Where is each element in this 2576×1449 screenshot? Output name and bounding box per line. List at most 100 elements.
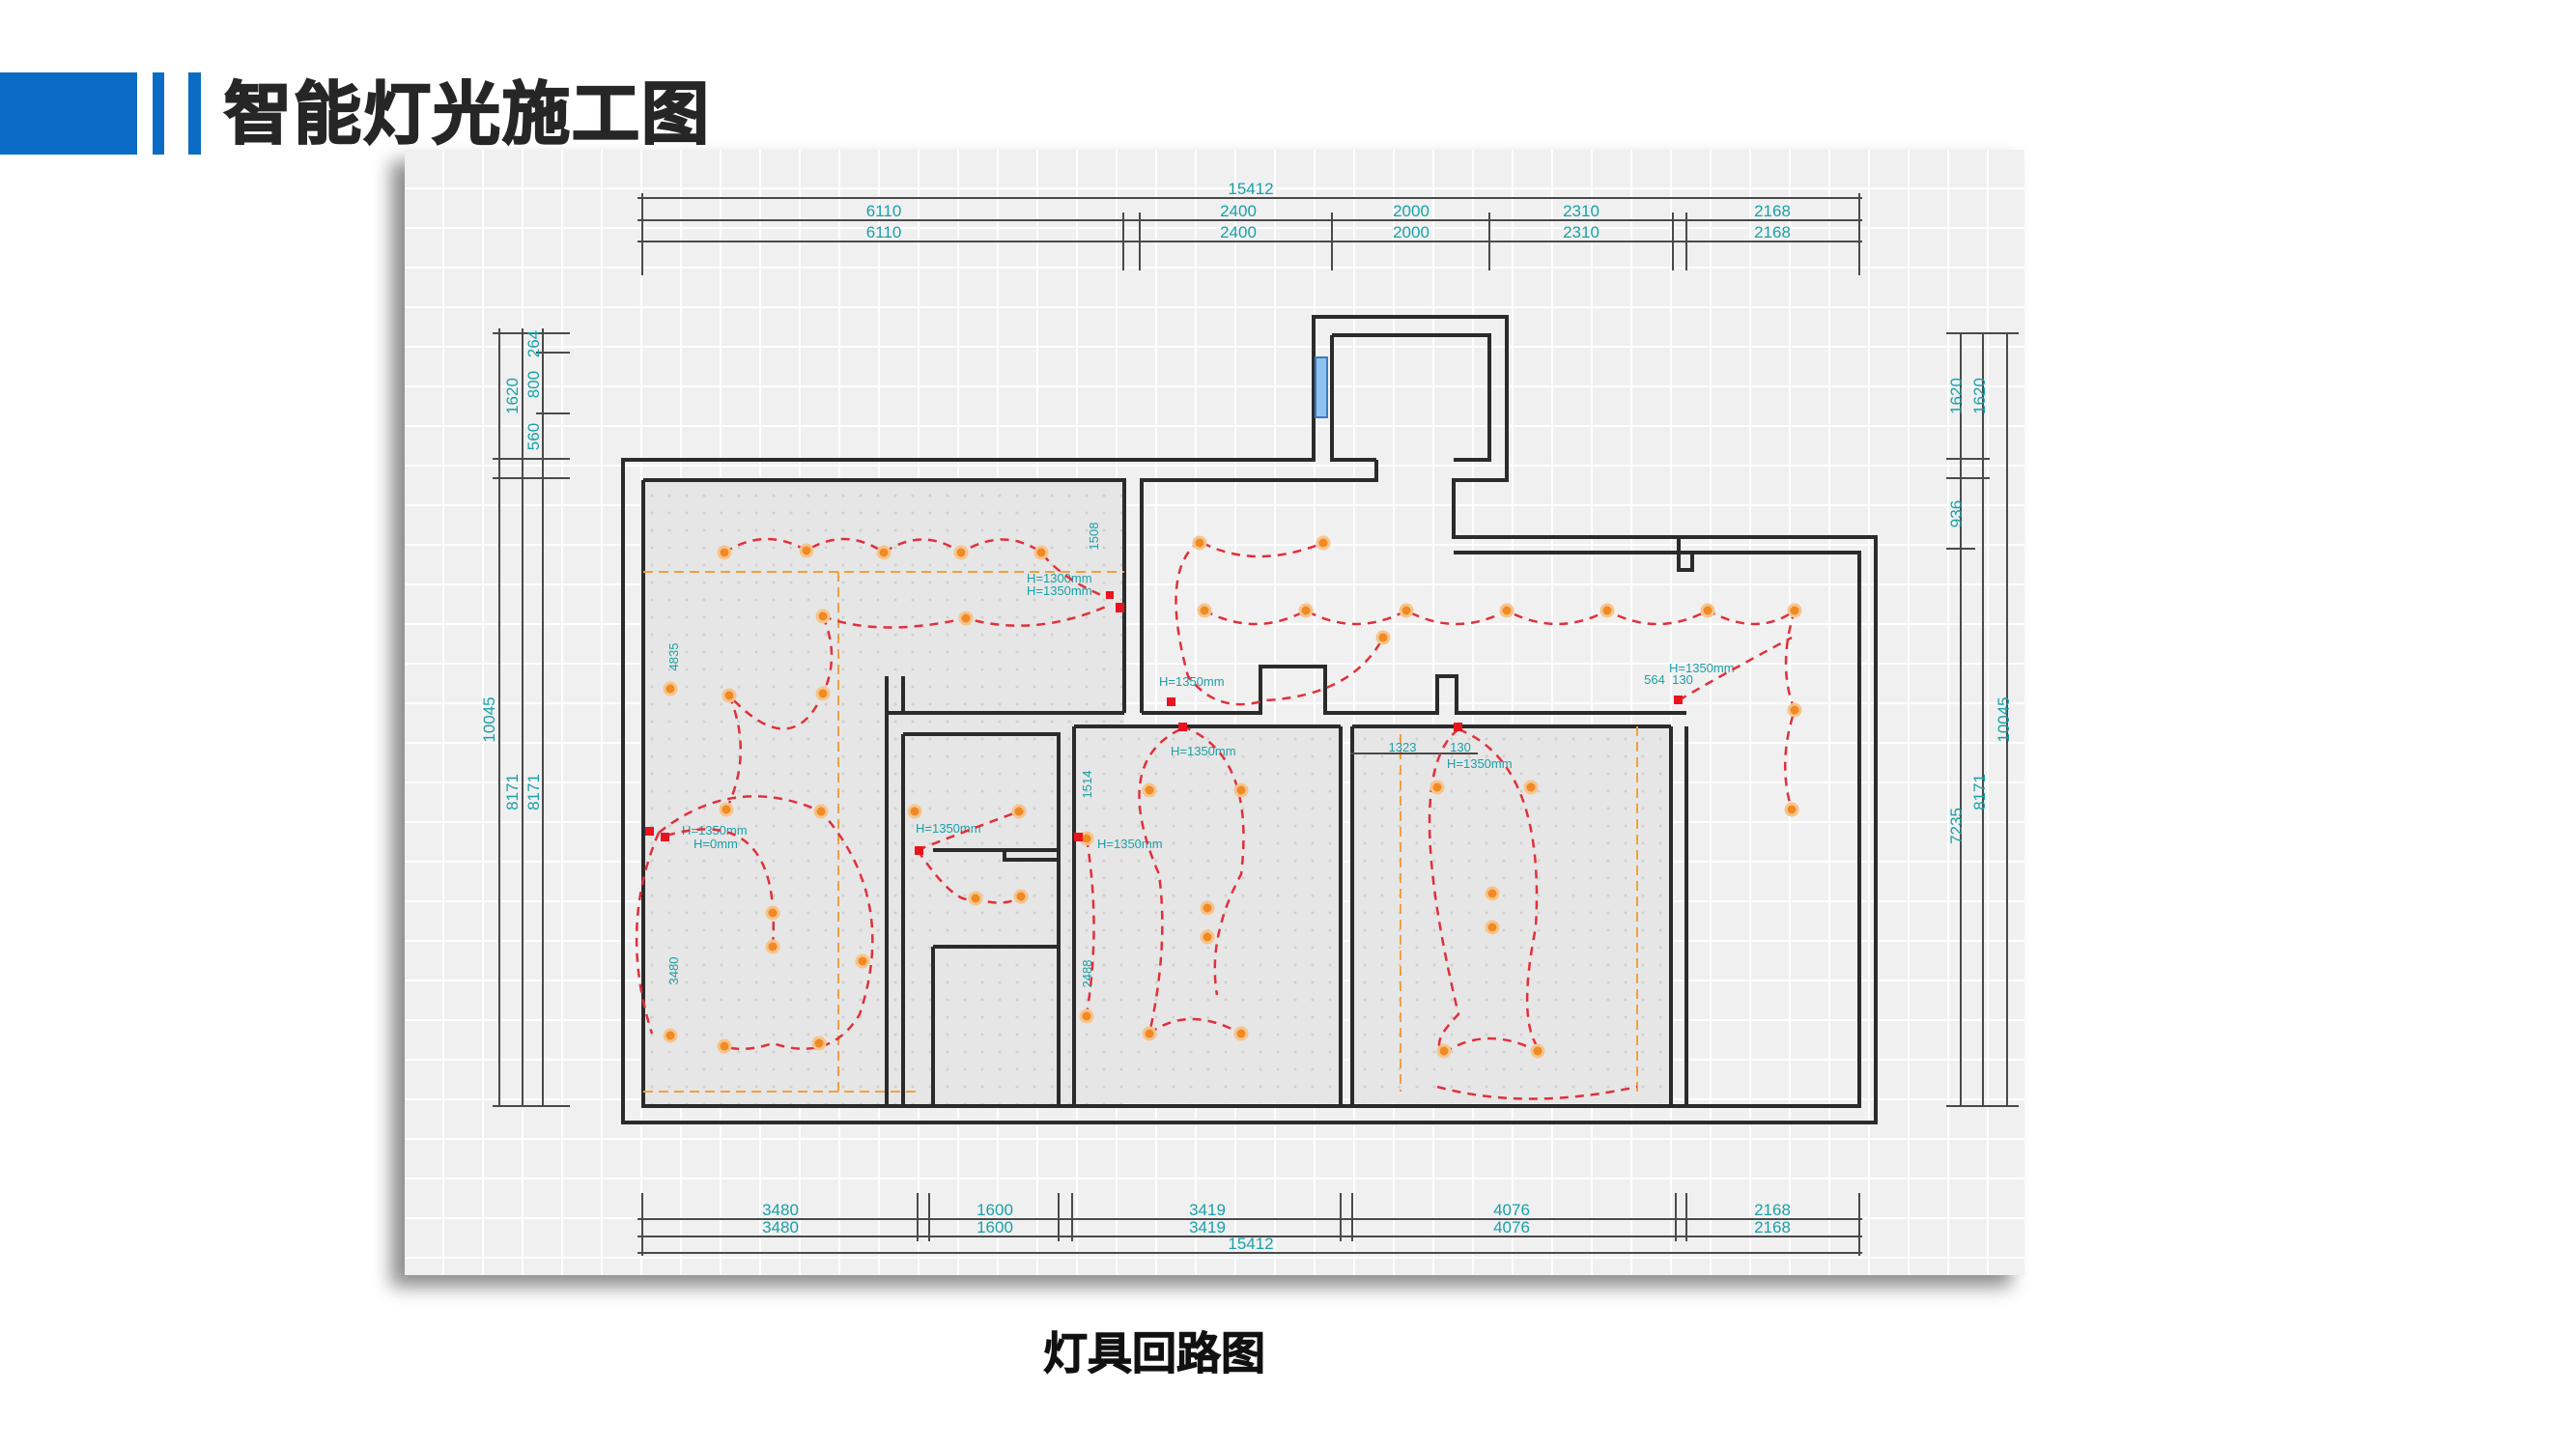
circuit-path (1181, 724, 1245, 996)
circuit-path (1138, 727, 1181, 1035)
light-icon (953, 545, 969, 560)
dim-right: 7235 (1947, 808, 1966, 844)
light-fixtures (663, 535, 1802, 1059)
light-icon (1192, 535, 1207, 551)
dim-right: 936 (1947, 500, 1966, 527)
height-label: H=1350mm (1097, 837, 1163, 851)
light-icon (1430, 780, 1445, 795)
height-label: H=1350mm (916, 821, 981, 836)
circuit-path (635, 832, 661, 1035)
dim-right: 1620 (1970, 378, 1989, 414)
dim-left: 10045 (480, 696, 498, 742)
switch-icon (1074, 833, 1083, 841)
switch-icon (645, 827, 654, 836)
accent-bar-stripe (188, 72, 201, 155)
room-dim: 1514 (1080, 771, 1094, 799)
light-icon (719, 802, 734, 817)
light-icon (811, 1036, 827, 1051)
light-icon (968, 891, 983, 906)
light-icon (717, 545, 732, 560)
light-icon (1523, 780, 1539, 795)
walls (621, 315, 1878, 1124)
light-icon (1233, 782, 1249, 798)
circuit-path (1428, 728, 1460, 1055)
light-icon (1599, 603, 1615, 618)
dim-left: 8171 (503, 774, 522, 810)
light-icon (1298, 603, 1314, 618)
light-icon (1530, 1043, 1545, 1059)
accent-bar-block (0, 72, 137, 155)
circuit-path (1436, 1085, 1638, 1100)
dim-top: 2168 (1754, 223, 1791, 242)
dim-top: 6110 (866, 202, 902, 220)
room-dim: 3480 (666, 957, 681, 985)
dim-bottom: 3480 (762, 1218, 799, 1236)
light-icon (1200, 929, 1215, 945)
guide-lines (643, 571, 1638, 1093)
circuit-path (1148, 1017, 1242, 1036)
dim-top: 2400 (1220, 202, 1257, 220)
height-label: H=1350mm (1669, 661, 1735, 675)
dim-right: 1620 (1947, 378, 1966, 414)
circuit-path (1202, 541, 1324, 558)
light-icon (1436, 1043, 1452, 1059)
light-icon (1142, 1026, 1157, 1041)
room-dim: 564 (1644, 672, 1665, 687)
switch-icon (1106, 591, 1114, 599)
circuit-path (1443, 1037, 1542, 1055)
dim-bottom: 3480 (762, 1201, 799, 1219)
light-icon (958, 611, 974, 626)
light-icon (1375, 630, 1391, 645)
room-dim: 130 (1450, 740, 1471, 754)
light-icon (1700, 603, 1715, 618)
switch-icon (1178, 723, 1187, 731)
light-icon (663, 681, 678, 696)
closet-wall (1677, 537, 1694, 572)
dim-bottom: 1600 (977, 1201, 1013, 1219)
circuit-path (1085, 838, 1095, 1015)
dim-right: 8171 (1970, 774, 1989, 810)
dim-bottom-total: 15412 (1228, 1235, 1273, 1253)
room-dim: 1508 (1087, 523, 1101, 551)
light-icon (815, 686, 831, 701)
height-label: H=1350mm (1159, 674, 1225, 689)
dim-bottom: 2168 (1754, 1218, 1791, 1236)
bedroom-wall (1072, 724, 1673, 1106)
light-icon (1011, 804, 1027, 819)
light-icon (1485, 920, 1500, 935)
switch-icon (1167, 697, 1175, 706)
dim-top-total: 15412 (1228, 180, 1273, 198)
switch-icon (1454, 723, 1462, 731)
dim-top: 2168 (1754, 202, 1791, 220)
switches (645, 591, 1683, 855)
light-icon (1197, 603, 1212, 618)
room-dim: 1323 (1389, 740, 1417, 754)
dim-left: 8171 (524, 774, 543, 810)
dim-right: 10045 (1995, 696, 2013, 742)
circuit-path (1458, 727, 1542, 1052)
dim-bottom: 3419 (1189, 1201, 1226, 1219)
light-icon (1079, 1009, 1094, 1024)
window-icon (1315, 356, 1328, 418)
light-icon (1499, 603, 1514, 618)
dim-top: 2310 (1563, 202, 1599, 220)
dim-top: 2400 (1220, 223, 1257, 242)
light-icon (876, 545, 892, 560)
light-icon (1200, 900, 1215, 916)
light-icon (1784, 802, 1799, 817)
switch-icon (1116, 603, 1124, 612)
light-icon (1013, 889, 1029, 904)
circuit-path (917, 810, 1020, 852)
dim-left: 264 (524, 330, 543, 357)
dim-bottom: 4076 (1493, 1218, 1530, 1236)
light-icon (799, 543, 814, 558)
light-icon (813, 804, 829, 819)
height-label: H=1350mm (1171, 744, 1236, 758)
accent-bar-stripe (153, 72, 164, 155)
circuit-path (658, 795, 874, 1051)
light-icon (907, 804, 922, 819)
light-icon (765, 905, 780, 921)
room-dim: 130 (1672, 672, 1693, 687)
dim-left: 1620 (503, 378, 522, 414)
dim-bottom: 4076 (1493, 1201, 1530, 1219)
